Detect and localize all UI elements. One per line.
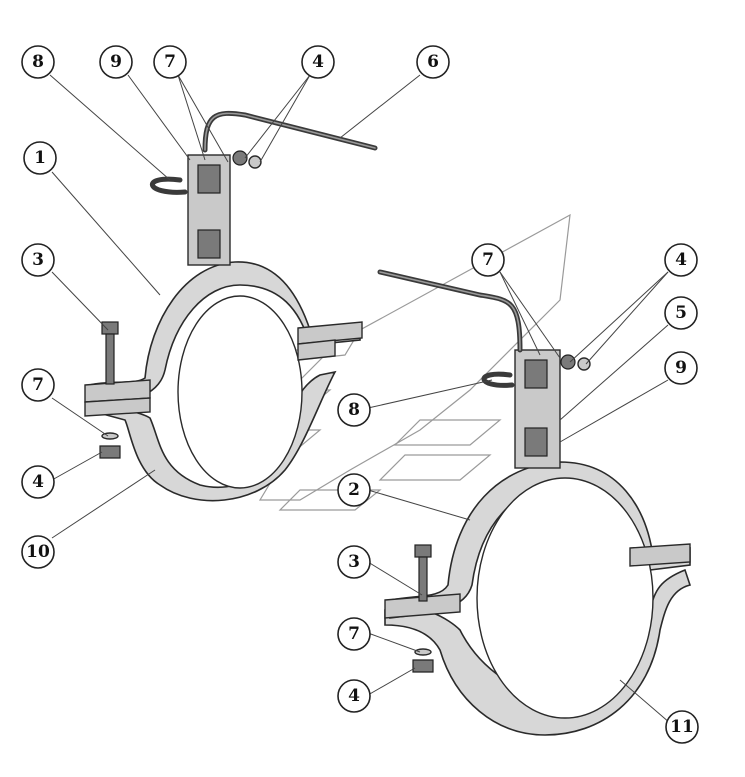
svg-text:8: 8 (348, 400, 360, 420)
svg-text:4: 4 (348, 686, 360, 706)
svg-text:11: 11 (670, 717, 694, 737)
svg-text:1: 1 (34, 148, 46, 168)
left-upper-clip (197, 164, 221, 194)
callout-4-top-left: 4 (301, 45, 335, 79)
svg-text:10: 10 (26, 542, 50, 562)
svg-text:3: 3 (348, 552, 360, 572)
svg-text:9: 9 (675, 358, 687, 378)
callout-3-left: 3 (21, 243, 55, 277)
svg-text:9: 9 (110, 52, 122, 72)
svg-text:7: 7 (32, 375, 44, 395)
left-washer-top (248, 155, 262, 169)
callout-7-right-bottom: 7 (337, 617, 371, 651)
left-bolt-shank (105, 333, 115, 385)
callout-10: 10 (21, 535, 55, 569)
svg-text:6: 6 (427, 52, 439, 72)
callout-7-top-left: 7 (153, 45, 187, 79)
svg-text:3: 3 (32, 250, 44, 270)
right-clamp-flange-right (629, 543, 691, 567)
right-bolt-shank (418, 556, 428, 602)
left-clamp-flange-lower-right (297, 339, 336, 361)
left-u-bolt (149, 176, 188, 195)
right-nut (412, 659, 434, 673)
callout-11: 11 (665, 710, 699, 744)
callout-5: 5 (664, 296, 698, 330)
left-nut-top (232, 150, 248, 166)
left-clamp (84, 110, 378, 502)
callout-7-right-top: 7 (471, 243, 505, 277)
svg-text:2: 2 (348, 480, 360, 500)
right-clamp (377, 269, 692, 736)
callout-7-left: 7 (21, 368, 55, 402)
right-washer-top (577, 357, 591, 371)
svg-text:4: 4 (312, 52, 324, 72)
right-clamp-flange-left (384, 593, 461, 619)
callout-8-right: 8 (337, 393, 371, 427)
left-nut (99, 445, 121, 459)
callout-6: 6 (416, 45, 450, 79)
callout-9-top-left: 9 (99, 45, 133, 79)
right-upper-clip (524, 359, 548, 389)
callouts: 8 9 7 4 6 1 3 7 4 10 7 4 5 9 8 2 3 7 4 1… (21, 45, 699, 744)
svg-text:8: 8 (32, 52, 44, 72)
callout-8-top-left: 8 (21, 45, 55, 79)
callout-1: 1 (23, 141, 57, 175)
right-clamp-bore (476, 477, 654, 719)
right-ground-wire (377, 269, 523, 353)
left-ground-wire (202, 110, 378, 153)
left-clamp-flange-lower-left (84, 397, 151, 417)
callout-4-right-top: 4 (664, 243, 698, 277)
right-u-bolt (481, 371, 515, 388)
svg-text:4: 4 (32, 472, 44, 492)
right-washer (414, 648, 432, 656)
callout-4-left: 4 (21, 465, 55, 499)
svg-text:4: 4 (675, 250, 687, 270)
callout-9-right: 9 (664, 351, 698, 385)
svg-text:7: 7 (482, 250, 494, 270)
svg-text:7: 7 (164, 52, 176, 72)
svg-text:7: 7 (348, 624, 360, 644)
callout-4-right-bottom: 4 (337, 679, 371, 713)
right-nut-top (560, 354, 576, 370)
right-lower-clip (524, 427, 548, 457)
leader-lines (49, 74, 671, 724)
left-clamp-flange-upper-right (297, 321, 363, 345)
callout-3-right: 3 (337, 545, 371, 579)
left-clamp-bore (177, 295, 303, 489)
right-bolt-head (414, 544, 432, 558)
left-bolt-head (101, 321, 119, 335)
callout-2: 2 (337, 473, 371, 507)
svg-text:5: 5 (675, 303, 687, 323)
left-lower-clip (197, 229, 221, 259)
